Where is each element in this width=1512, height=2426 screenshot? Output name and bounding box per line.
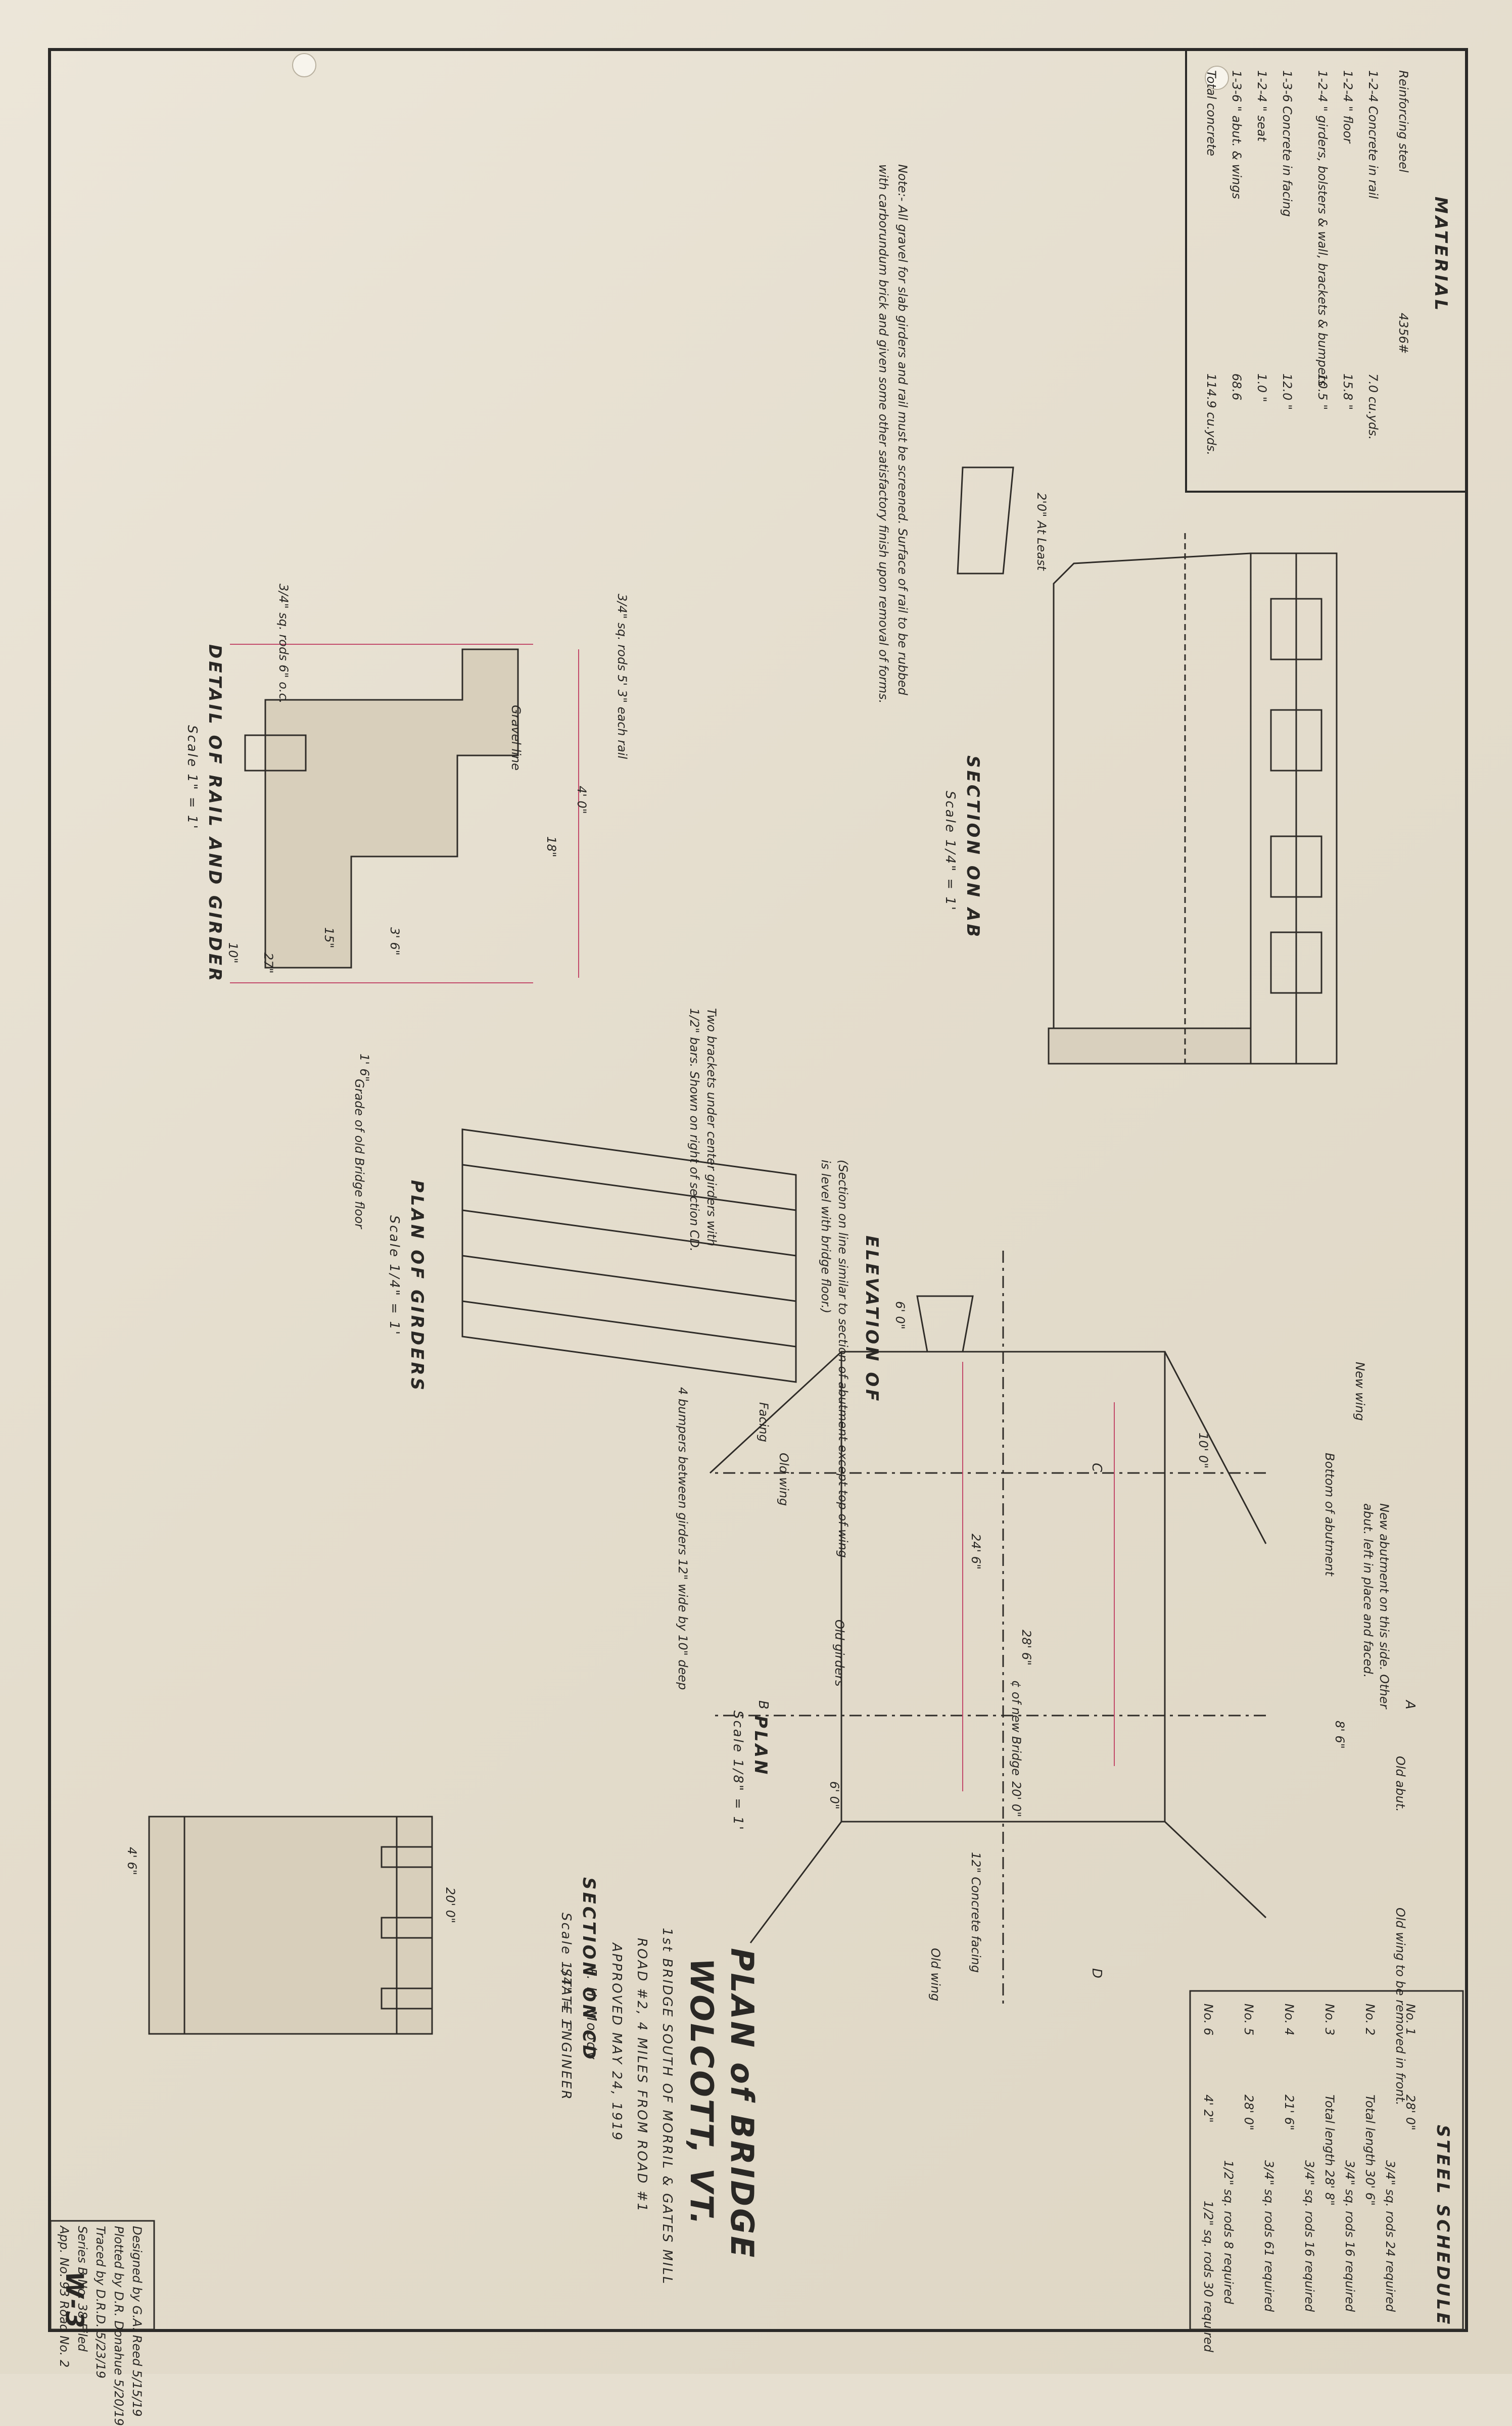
plan-dim-10-0: 10' 0" bbox=[1196, 1433, 1210, 1469]
title-approved: APPROVED MAY 24, 1919 bbox=[609, 1943, 624, 2142]
rotated-drawing-area: MATERIAL Reinforcing steel 4356# 1-2-4 C… bbox=[48, 48, 1468, 2426]
steel-detail: 28' 0" bbox=[1242, 2095, 1256, 2131]
plan-label-old-wing-2: Old wing bbox=[928, 1948, 942, 2002]
steel-no: No. 4 bbox=[1282, 2004, 1296, 2036]
plan-label-old-wing: Old wing bbox=[777, 1453, 791, 1506]
steel-no: No. 6 bbox=[1201, 2004, 1215, 2036]
plan-of-girders-scale: Scale 1/4" = 1' bbox=[387, 1215, 402, 1337]
plan-label-new-abutment: New abutment on this side. Other abut. l… bbox=[1361, 1503, 1391, 1709]
plan-label-new-wing: New wing bbox=[1353, 1362, 1367, 1421]
dim-27: 27" bbox=[261, 953, 275, 974]
steel-detail: Total length 28' 8" bbox=[1322, 2095, 1337, 2206]
plan-label-bottom-abutment: Bottom of abutment bbox=[1322, 1453, 1337, 1576]
plan-point-d: D bbox=[1089, 1968, 1104, 1980]
credits-box bbox=[50, 2220, 155, 2330]
steel-req: 3/4" sq. rods 16 required bbox=[1302, 2160, 1316, 2312]
plan-label-concrete-facing: 12" Concrete facing bbox=[969, 1852, 983, 1973]
plan-point-b: B bbox=[755, 1700, 771, 1711]
plan-of-girders-note: Two brackets under center girders with 1… bbox=[687, 1008, 719, 1252]
plan-dim-28-6: 28' 6" bbox=[1019, 1630, 1033, 1666]
steel-no: No. 5 bbox=[1242, 2004, 1256, 2036]
title-desc1: 1st BRIDGE SOUTH OF MORRIL & GATES MILL bbox=[659, 1928, 675, 2286]
steel-detail: 21' 6" bbox=[1282, 2095, 1296, 2131]
rail-girder-scale: Scale 1" = 1' bbox=[184, 725, 200, 830]
steel-req: 3/4" sq. rods 16 required bbox=[1343, 2160, 1357, 2312]
elevation-dim: 6' 0" bbox=[893, 1301, 907, 1329]
plan-center-line: ¢ of new Bridge bbox=[1009, 1680, 1023, 1776]
section-cd-dim-20: 20' 0" bbox=[443, 1887, 457, 1924]
plan-dim-8-6: 8' 6" bbox=[1333, 1721, 1347, 1749]
punch-hole bbox=[1205, 66, 1229, 90]
bridge-drawings-svg bbox=[50, 466, 1464, 2330]
dim-15: 15" bbox=[322, 927, 336, 948]
section-cd-dim-4-6: 4' 6" bbox=[125, 1847, 139, 1875]
steel-schedule-box bbox=[1189, 1990, 1464, 2330]
credit-line: Traced by D.R.D. 5/23/19 bbox=[93, 2226, 108, 2379]
plan-of-girders-drawing bbox=[461, 1128, 797, 1383]
plan-label-old-girders: Old girders bbox=[832, 1620, 846, 1687]
elevation-drawing bbox=[916, 1295, 974, 1353]
punch-hole bbox=[292, 53, 316, 77]
plan-point-a: A bbox=[1402, 1700, 1418, 1711]
section-cd-drawing bbox=[148, 1816, 433, 2035]
credit-line: Plotted by D.R. Donahue 5/20/19 bbox=[112, 2226, 126, 2426]
sheet-number: W-3 bbox=[60, 2271, 88, 2330]
section-ab-drawing bbox=[957, 466, 1338, 1065]
dim-4-0: 4' 0" bbox=[575, 786, 589, 814]
steel-no: No. 3 bbox=[1322, 2004, 1337, 2036]
rail-note-bars: 3/4" sq. rods 5' 3" each rail bbox=[615, 594, 629, 759]
dim-1-6: 1' 6" bbox=[357, 1054, 371, 1082]
title-desc2: ROAD #2, 4 MILES FROM ROAD #1 bbox=[634, 1938, 649, 2213]
grade-note: Grade of old Bridge floor bbox=[352, 1079, 366, 1229]
steel-detail: 28' 0" bbox=[1403, 2095, 1418, 2131]
section-ab-at-least: 2'0" At Least bbox=[1034, 493, 1049, 571]
steel-req: 3/4" sq. rods 24 required bbox=[1383, 2160, 1397, 2312]
steel-no: No. 2 bbox=[1363, 2004, 1377, 2036]
plan-label-old-abut: Old abut. bbox=[1393, 1756, 1407, 1812]
elevation-title: ELEVATION OF bbox=[862, 1235, 882, 1404]
plan-drawing bbox=[709, 1251, 1267, 2009]
rail-girder-title: DETAIL OF RAIL AND GIRDER bbox=[205, 644, 225, 984]
elevation-subtitle: (Section on line similar to section of a… bbox=[819, 1160, 850, 1558]
rail-girder-drawing bbox=[230, 644, 579, 983]
steel-no: No. 1 bbox=[1403, 2004, 1418, 2036]
title-line1: PLAN of BRIDGE bbox=[724, 1948, 761, 2260]
bumpers-note: 4 bumpers between girders 12" wide by 10… bbox=[676, 1387, 690, 1690]
steel-req: 3/4" sq. rods 61 required bbox=[1262, 2160, 1276, 2312]
rail-note-top: 3/4" sq. rods 6" o.c. bbox=[276, 584, 291, 704]
plan-scale: Scale 1/8" = 1' bbox=[730, 1710, 745, 1832]
dim-10: 10" bbox=[226, 942, 240, 964]
plan-title: PLAN bbox=[750, 1716, 771, 1777]
steel-req: 1/2" sq. rods 8 required bbox=[1221, 2160, 1236, 2304]
dim-18: 18" bbox=[544, 836, 558, 858]
plan-of-girders-title: PLAN OF GIRDERS bbox=[407, 1180, 427, 1393]
section-ab-title: SECTION ON AB bbox=[963, 755, 983, 940]
section-ab-scale: Scale 1/4" = 1' bbox=[942, 791, 958, 912]
steel-detail: Total length 30' 6" bbox=[1363, 2095, 1377, 2206]
title-engineer: STATE ENGINEER bbox=[558, 1968, 574, 2101]
title-signature: F. H. Moody bbox=[584, 1968, 599, 2061]
plan-dim-20-0: 20' 0" bbox=[1009, 1781, 1023, 1818]
plan-dim-24-6: 24' 6" bbox=[969, 1534, 983, 1570]
steel-req: 1/2" sq. rods 30 required bbox=[1201, 2201, 1215, 2352]
drawing-border bbox=[48, 48, 1468, 2332]
plan-point-c: C bbox=[1089, 1463, 1104, 1474]
credit-line: Designed by G.A. Reed 5/15/19 bbox=[130, 2226, 144, 2417]
plan-label-facing: Facing bbox=[757, 1402, 771, 1442]
plan-dim-6-0: 6' 0" bbox=[827, 1781, 841, 1810]
steel-detail: 4' 2" bbox=[1201, 2095, 1215, 2123]
gravel-line-label: Gravel line bbox=[509, 705, 523, 771]
steel-schedule-heading: STEEL SCHEDULE bbox=[1433, 2125, 1453, 2327]
title-line2: WOLCOTT, VT. bbox=[683, 1958, 720, 2227]
dim-3-6: 3' 6" bbox=[388, 927, 402, 956]
